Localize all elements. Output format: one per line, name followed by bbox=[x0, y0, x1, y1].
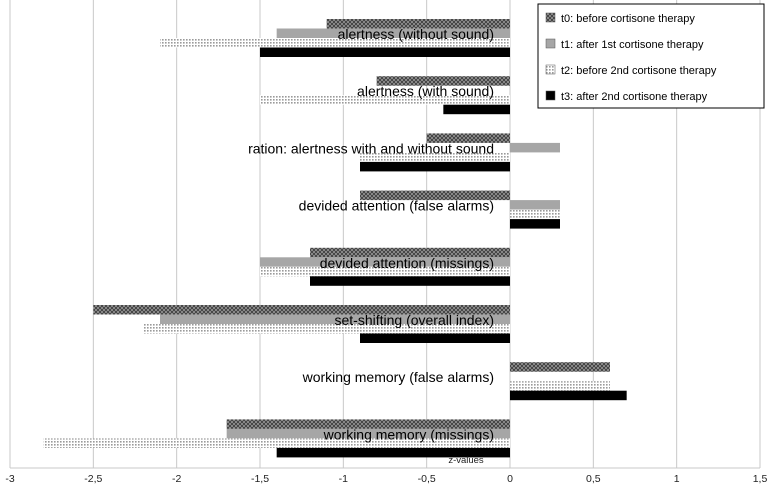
bar-t0 bbox=[510, 362, 610, 372]
category-label: devided attention (false alarms) bbox=[299, 198, 494, 214]
category-label: alertness (with sound) bbox=[357, 83, 494, 99]
bar-t2 bbox=[43, 438, 510, 448]
legend-label: t0: before cortisone therapy bbox=[561, 13, 695, 25]
bar-t3 bbox=[510, 219, 560, 229]
category-label: working memory (false alarms) bbox=[302, 369, 494, 385]
bar-t2 bbox=[260, 95, 510, 105]
bar-t1 bbox=[160, 314, 510, 324]
legend-swatch bbox=[545, 38, 556, 49]
bar-t2 bbox=[360, 152, 510, 162]
bar-t3 bbox=[260, 47, 510, 57]
x-tick-label: -1,5 bbox=[251, 473, 269, 485]
bar-t2 bbox=[260, 266, 510, 277]
bar-t1 bbox=[260, 257, 510, 267]
bar-t3 bbox=[510, 390, 627, 401]
bar-t3 bbox=[310, 276, 510, 286]
legend-swatch bbox=[545, 90, 556, 101]
bar-t2 bbox=[143, 324, 511, 334]
x-tick-label: 0,5 bbox=[586, 473, 601, 485]
x-tick-label: 1,5 bbox=[753, 473, 768, 485]
bars bbox=[43, 19, 627, 458]
legend-label: t1: after 1st cortisone therapy bbox=[561, 39, 704, 51]
category-label: alertness (without sound) bbox=[338, 26, 494, 42]
bar-t3 bbox=[276, 447, 510, 458]
bar-t3 bbox=[443, 104, 510, 115]
bar-t0 bbox=[93, 305, 510, 315]
x-tick-label: -2 bbox=[172, 473, 181, 485]
bar-t0 bbox=[310, 247, 510, 258]
bar-t1 bbox=[510, 142, 560, 153]
bar-t1 bbox=[276, 28, 510, 38]
x-tick-label: -0,5 bbox=[418, 473, 436, 485]
legend: t0: before cortisone therapy t1: after 1s… bbox=[537, 3, 765, 109]
bar-t2 bbox=[510, 209, 560, 220]
bar-t0 bbox=[226, 419, 510, 429]
category-labels: alertness (without sound) alertness (with… bbox=[248, 26, 494, 442]
legend-label: t2: before 2nd cortisone therapy bbox=[561, 65, 717, 77]
category-label: set-shifting (overall index) bbox=[334, 312, 494, 328]
x-tick-label: -1 bbox=[339, 473, 348, 485]
legend-swatch bbox=[545, 64, 556, 75]
x-tick-label: -3 bbox=[5, 473, 14, 485]
legend-swatch bbox=[545, 12, 556, 23]
x-axis-title: z-values bbox=[448, 455, 484, 466]
bar-t0 bbox=[360, 190, 510, 201]
category-label: ration: alertness with and without sound bbox=[248, 140, 494, 156]
bar-t3 bbox=[360, 333, 510, 343]
bar-t2 bbox=[510, 381, 610, 391]
bar-t2 bbox=[160, 38, 510, 48]
bar-t3 bbox=[360, 161, 510, 172]
x-tick-labels: -3 -2,5 -2 -1,5 -1 -0,5 0 0,5 1 1,5 bbox=[5, 473, 767, 485]
x-tick-label: -2,5 bbox=[84, 473, 102, 485]
bar-t0 bbox=[426, 133, 510, 143]
category-label: devided attention (missings) bbox=[320, 255, 494, 271]
category-label: working memory (missings) bbox=[323, 426, 494, 442]
bar-t1 bbox=[226, 428, 510, 439]
bar-t1 bbox=[510, 200, 560, 210]
legend-label: t3: after 2nd cortisone therapy bbox=[561, 91, 708, 103]
x-tick-label: 0 bbox=[507, 473, 513, 485]
bar-t0 bbox=[326, 19, 510, 29]
legend-box bbox=[537, 3, 765, 109]
x-tick-label: 1 bbox=[674, 473, 680, 485]
bar-t0 bbox=[376, 76, 510, 86]
